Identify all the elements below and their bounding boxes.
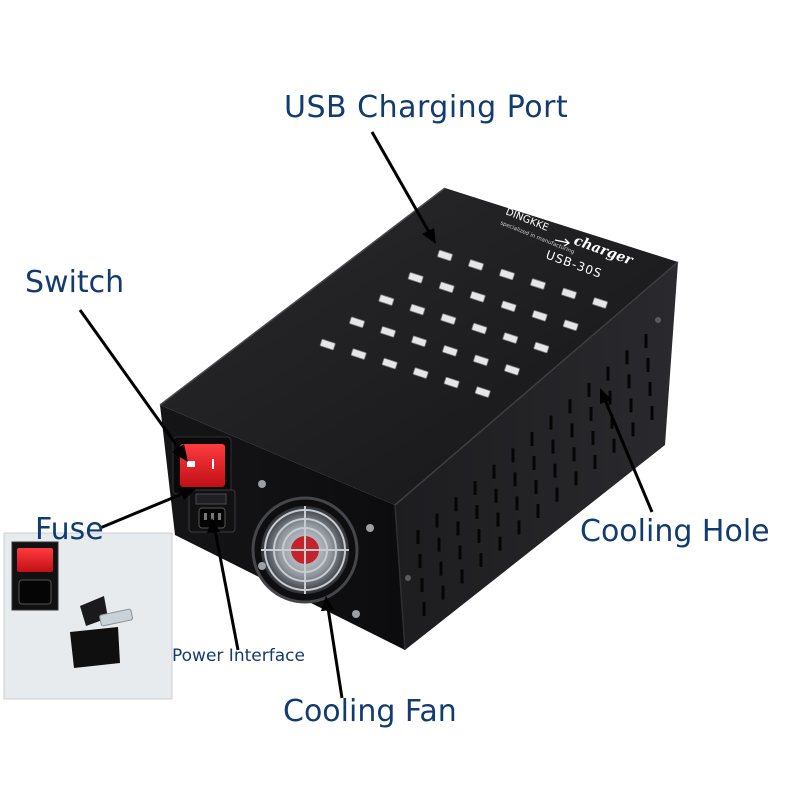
usb-arrow (370, 131, 436, 244)
fuse-drawer[interactable] (195, 493, 227, 505)
inset-rocker-switch (17, 548, 53, 572)
usb-port[interactable] (443, 376, 460, 389)
usb-port[interactable] (473, 354, 489, 366)
body-edge-highlight (394, 261, 679, 506)
switch-arrow (78, 309, 188, 462)
inlet-pin (211, 513, 214, 520)
usb-port[interactable] (350, 348, 367, 360)
usb-port[interactable] (469, 291, 486, 303)
usb-port[interactable] (440, 313, 457, 325)
cooling-fan (251, 480, 374, 618)
label-cooling-fan: Cooling Fan (283, 694, 457, 729)
label-power-interface: Power Interface (172, 646, 305, 666)
usb-port[interactable] (502, 332, 519, 344)
usb-port[interactable] (442, 345, 458, 357)
label-fuse: Fuse (35, 512, 104, 547)
rocker-switch[interactable] (180, 444, 225, 487)
usb-port[interactable] (380, 326, 396, 338)
charger-side-face (395, 262, 678, 650)
fan-screw (366, 524, 374, 532)
inlet-pin (218, 513, 221, 520)
fan-screw (258, 480, 266, 488)
hole-arrow (600, 388, 654, 513)
usb-port[interactable] (530, 278, 546, 290)
usb-port[interactable] (561, 287, 577, 300)
fuse-detail-inset (3, 532, 173, 700)
usb-port[interactable] (438, 281, 455, 293)
usb-port[interactable] (349, 316, 365, 328)
screw (655, 317, 661, 323)
label-cooling-hole: Cooling Hole (580, 514, 770, 549)
usb-port[interactable] (562, 319, 579, 331)
usb-port[interactable] (409, 303, 426, 316)
callout-arrows (78, 131, 654, 699)
usb-port[interactable] (504, 364, 520, 376)
body-edge-highlight (394, 504, 406, 651)
usb-port-grid (319, 249, 608, 398)
label-switch: Switch (25, 265, 125, 300)
cooling-hole-grid (416, 334, 654, 616)
usb-port[interactable] (468, 259, 484, 271)
usb-port[interactable] (592, 297, 608, 309)
usb-port[interactable] (319, 338, 336, 351)
power-arrow (207, 518, 240, 651)
usb-port[interactable] (378, 294, 395, 306)
usb-port[interactable] (471, 322, 488, 335)
usb-port[interactable] (500, 300, 517, 312)
label-usb-charging-port: USB Charging Port (284, 90, 569, 125)
usb-port[interactable] (407, 272, 424, 284)
charger-top-face (160, 188, 678, 505)
usb-port[interactable] (499, 268, 515, 281)
front-panel (172, 436, 236, 533)
inset-glass-fuse (99, 608, 134, 627)
fan-screw (258, 562, 266, 570)
fan-arrow (321, 596, 344, 699)
usb-port[interactable] (411, 335, 427, 347)
fan-grill (261, 506, 349, 594)
usb-port[interactable] (531, 310, 548, 322)
body-edge-highlight (159, 187, 446, 406)
usb-port[interactable] (412, 367, 429, 379)
inset-socket (18, 579, 52, 605)
fuse-arrow (99, 488, 196, 530)
inset-fuse-holder (70, 627, 120, 668)
usb-port[interactable] (437, 249, 453, 262)
usb-port[interactable] (533, 341, 550, 354)
inlet-pin (204, 513, 207, 520)
switch-on-mark (212, 459, 214, 469)
fan-screw (352, 610, 360, 618)
usb-port[interactable] (381, 357, 398, 370)
usb-symbol-icon (554, 238, 571, 247)
switch-off-mark (187, 461, 195, 467)
usb-port[interactable] (474, 386, 491, 398)
screw (405, 575, 411, 581)
